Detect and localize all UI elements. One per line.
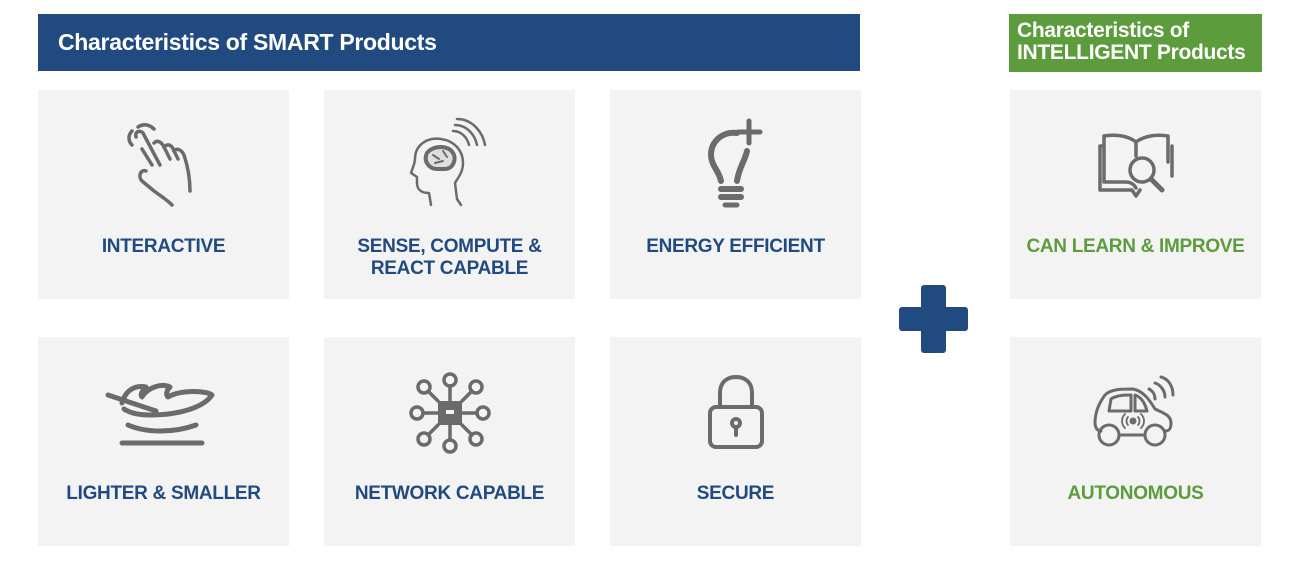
card-label: CAN LEARN & IMPROVE (1026, 236, 1245, 257)
card-label-line1: SENSE, COMPUTE & (357, 236, 542, 257)
intelligent-products-title-line1: Characteristics of (1017, 19, 1190, 42)
card-label: INTERACTIVE (101, 236, 226, 257)
card-energy-efficient: ENERGY EFFICIENT (610, 90, 861, 299)
card-label: ENERGY EFFICIENT (646, 236, 825, 257)
card-sense-compute-react: SENSE, COMPUTE & REACT CAPABLE (324, 90, 575, 299)
lightbulb-plus-icon (686, 116, 786, 216)
card-network-capable: NETWORK CAPABLE (324, 337, 575, 546)
card-label-line2: REACT CAPABLE (370, 258, 529, 279)
smart-products-title: Characteristics of SMART Products (58, 29, 437, 55)
card-label: AUTONOMOUS (1067, 483, 1204, 504)
plus-icon (899, 285, 968, 353)
card-label: NETWORK CAPABLE (354, 483, 545, 504)
head-brain-signal-icon (400, 116, 500, 216)
card-interactive: INTERACTIVE (38, 90, 289, 299)
intelligent-products-title-line2: INTELLIGENT Products (1017, 41, 1246, 64)
card-label: LIGHTER & SMALLER (66, 483, 261, 504)
card-lighter-smaller: LIGHTER & SMALLER (38, 337, 289, 546)
card-secure: SECURE (610, 337, 861, 546)
network-chip-icon (400, 363, 500, 463)
feather-icon (105, 363, 214, 463)
smart-products-header: Characteristics of SMART Products (38, 14, 860, 71)
intelligent-products-header: Characteristics of INTELLIGENT Products (1009, 14, 1262, 72)
card-label: SENSE, COMPUTE & REACT CAPABLE (324, 236, 575, 280)
card-label: SECURE (696, 483, 775, 504)
card-can-learn-improve: CAN LEARN & IMPROVE (1010, 90, 1261, 299)
book-magnifier-icon (1086, 116, 1186, 216)
autonomous-car-icon (1086, 363, 1186, 463)
card-autonomous: AUTONOMOUS (1010, 337, 1261, 546)
padlock-icon (686, 363, 786, 463)
touch-hand-icon (114, 116, 214, 216)
